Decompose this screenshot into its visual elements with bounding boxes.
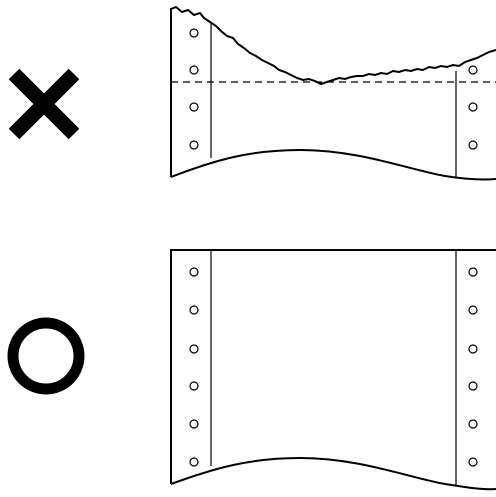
sprocket-hole	[190, 382, 198, 390]
sprocket-hole	[190, 29, 198, 37]
sprocket-hole	[190, 268, 198, 276]
left-sprocket-holes	[190, 268, 198, 466]
intact-paper-sheet	[171, 250, 496, 484]
sprocket-hole	[469, 458, 477, 466]
sprocket-hole	[190, 306, 198, 314]
sprocket-hole	[469, 420, 477, 428]
left-sprocket-holes	[190, 29, 198, 149]
paper-bottom-edge	[171, 150, 496, 180]
sprocket-hole	[190, 345, 198, 353]
cross-mark-icon	[14, 74, 74, 134]
sprocket-hole	[469, 268, 477, 276]
sprocket-hole	[469, 141, 477, 149]
sprocket-hole	[190, 458, 198, 466]
right-sprocket-holes	[469, 268, 477, 466]
right-sprocket-holes	[469, 66, 477, 149]
sprocket-hole	[469, 345, 477, 353]
incorrect-example	[14, 7, 496, 180]
sprocket-hole	[469, 382, 477, 390]
circle-mark-icon	[13, 323, 79, 389]
paper-bottom-edge	[171, 458, 496, 489]
sprocket-hole	[190, 66, 198, 74]
sprocket-hole	[190, 420, 198, 428]
sprocket-hole	[190, 103, 198, 111]
correct-example	[13, 250, 496, 489]
sprocket-hole	[469, 306, 477, 314]
sprocket-hole	[190, 141, 198, 149]
sprocket-hole	[469, 103, 477, 111]
sprocket-hole	[469, 66, 477, 74]
